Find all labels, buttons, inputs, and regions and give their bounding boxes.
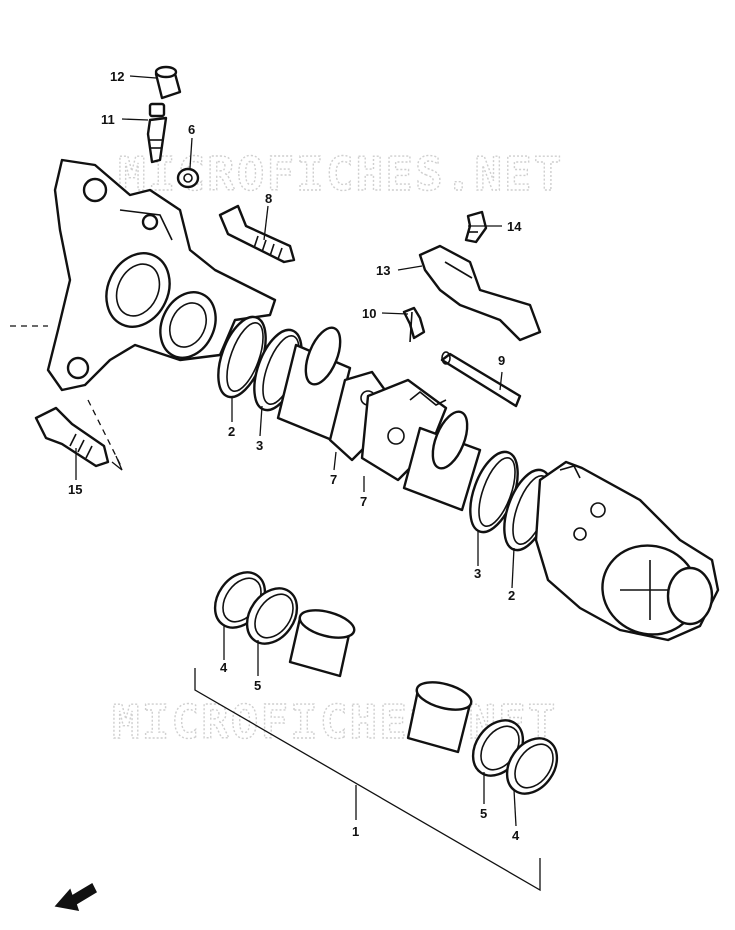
label-part-5-left: 5: [254, 678, 261, 693]
kit-bracket-line: [194, 668, 541, 892]
label-part-14: 14: [507, 219, 522, 234]
label-part-2-right: 2: [508, 588, 515, 603]
front-direction-arrow-icon: [54, 882, 97, 911]
label-part-4-left: 4: [220, 660, 228, 675]
washer: [176, 167, 200, 189]
label-part-3-upper: 3: [256, 438, 263, 453]
label-part-12: 12: [110, 69, 124, 84]
label-part-2-upper: 2: [228, 424, 235, 439]
label-part-8: 8: [265, 191, 272, 206]
label-part-10: 10: [362, 306, 376, 321]
pad-spring: [418, 244, 542, 342]
seal-kit-piston-left: [288, 609, 356, 678]
label-part-5-right: 5: [480, 806, 487, 821]
bleeder-cap: [154, 65, 182, 100]
caliper-bracket: [46, 158, 277, 471]
bleeder-screw: [146, 102, 168, 164]
mounting-bolt: [34, 406, 110, 468]
label-part-3-right: 3: [474, 566, 481, 581]
label-part-11: 11: [101, 112, 115, 127]
label-part-13: 13: [376, 263, 390, 278]
cotter-pin: [402, 306, 426, 343]
seal-kit-ring-4-right: [505, 737, 559, 795]
label-part-9: 9: [498, 353, 505, 368]
label-part-1: 1: [352, 824, 359, 839]
label-part-4-right: 4: [512, 828, 520, 843]
label-part-7-lower: 7: [360, 494, 367, 509]
guide-bolt: [218, 204, 296, 264]
piston-sleeve-right: [402, 410, 482, 512]
label-part-7-upper: 7: [330, 472, 337, 487]
spring-bolt: [464, 210, 488, 244]
pad-pin: [440, 351, 522, 408]
seal-kit-piston-right: [406, 681, 473, 754]
label-part-15: 15: [68, 482, 82, 497]
label-part-6: 6: [188, 122, 195, 137]
leader-lines: [75, 75, 517, 827]
seal-kit-ring-5-left: [245, 587, 299, 645]
caliper-body: [534, 460, 720, 642]
